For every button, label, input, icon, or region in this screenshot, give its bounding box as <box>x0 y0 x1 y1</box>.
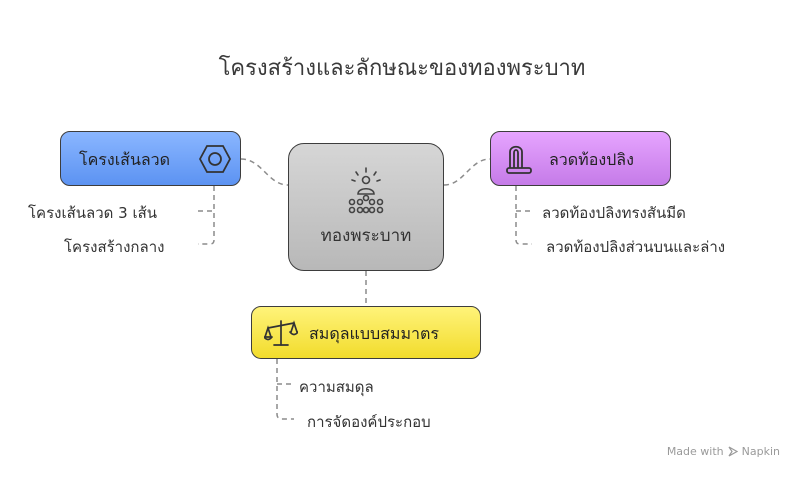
center-label: ทองพระบาท <box>320 225 412 246</box>
bottom-item-1: ความสมดุล <box>299 378 374 396</box>
center-node: ทองพระบาท <box>288 143 444 271</box>
connector-right <box>443 158 491 186</box>
napkin-logo-icon <box>728 446 738 457</box>
brand-text: Napkin <box>741 445 780 458</box>
meditating-figure-icon <box>348 166 384 213</box>
horseshoe-clip-icon <box>506 145 532 174</box>
branch-belly-wire: ลวดท้องปลิง <box>490 131 671 186</box>
diagram-title: โครงสร้างและลักษณะของทองพระบาท <box>218 56 586 81</box>
branch-wire-frame: โครงเส้นลวด <box>60 131 241 186</box>
bottom-item-2: การจัดองค์ประกอบ <box>307 413 431 431</box>
branch-symmetric-balance: สมดุลแบบสมมาตร <box>251 306 481 359</box>
connector-bottom-sub <box>276 359 294 420</box>
connector-left-sub <box>198 186 215 245</box>
napkin-watermark: Made with Napkin <box>667 445 780 458</box>
left-item-2: โครงสร้างกลาง <box>64 238 165 256</box>
branch-symmetric-balance-label: สมดุลแบบสมมาตร <box>309 324 439 343</box>
branch-belly-wire-label: ลวดท้องปลิง <box>549 150 634 169</box>
left-item-1: โครงเส้นลวด 3 เส้น <box>28 204 157 222</box>
connector-left <box>240 158 289 186</box>
hexagon-nut-icon <box>199 145 231 173</box>
right-item-2: ลวดท้องปลิงส่วนบนและล่าง <box>546 238 726 256</box>
balance-scale-icon <box>264 320 298 346</box>
made-with-text: Made with <box>666 445 724 458</box>
branch-wire-frame-label: โครงเส้นลวด <box>79 150 171 169</box>
connector-right-sub <box>515 186 532 245</box>
right-item-1: ลวดท้องปลิงทรงสันมีด <box>542 204 686 222</box>
